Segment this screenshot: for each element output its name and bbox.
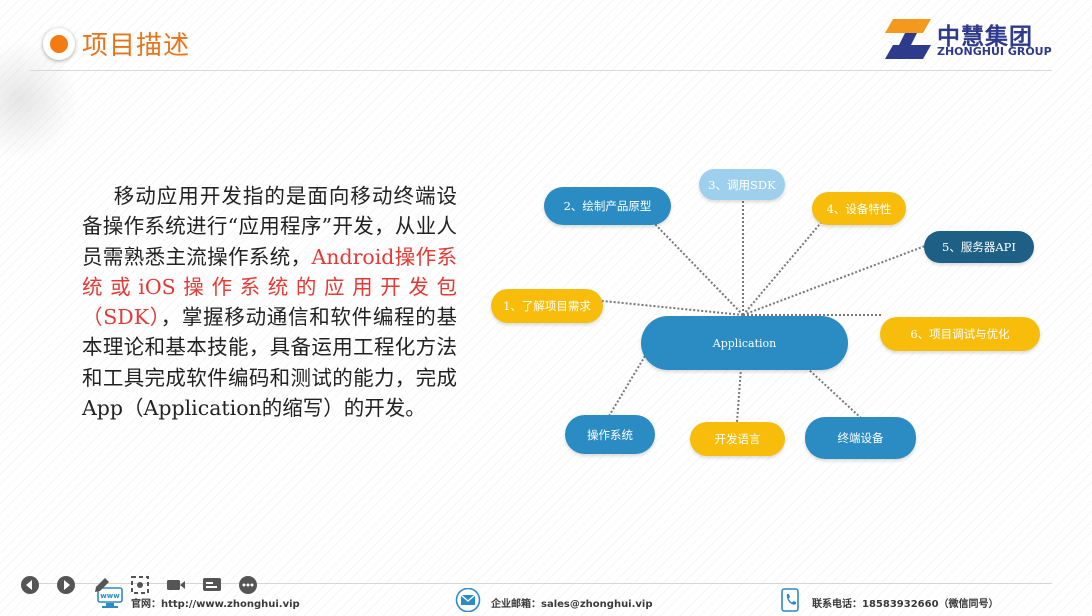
- node-application: Application: [641, 316, 848, 370]
- title-bullet-icon: [43, 28, 75, 60]
- previous-icon: [21, 576, 39, 594]
- subtitle-icon: [203, 578, 221, 591]
- footer-divider: [30, 583, 1052, 584]
- screen-capture-button[interactable]: [130, 575, 150, 595]
- node-call-sdk: 3、调用SDK: [699, 169, 785, 200]
- node-debug-optimize: 6、项目调试与优化: [880, 317, 1040, 351]
- email-icon: [455, 588, 481, 612]
- node-understand-requirements: 1、了解项目需求: [491, 289, 603, 323]
- node-terminal-device: 终端设备: [805, 417, 916, 459]
- node-server-api: 5、服务器API: [924, 231, 1034, 263]
- logo-english-name: ZHONGHUI GROUP: [937, 45, 1052, 58]
- paragraph-text-1: 移动应用开发指的是面向移动终端设备操作系统进行“应用程序”开发，从业人员需熟悉主…: [82, 184, 457, 269]
- next-icon: [57, 576, 75, 594]
- page-title: 项目描述: [82, 31, 191, 61]
- camera-icon: [167, 580, 185, 590]
- camera-button[interactable]: [166, 575, 186, 595]
- more-options-button[interactable]: [238, 575, 258, 595]
- header-divider: [30, 70, 1052, 71]
- pen-tool-button[interactable]: [92, 575, 112, 595]
- paragraph-highlight: Android操作系统或iOS操作系统的应用开发包（SDK）: [82, 244, 458, 330]
- background-glow: [0, 40, 80, 160]
- more-icon: [239, 576, 257, 594]
- node-operating-system: 操作系统: [565, 415, 655, 454]
- screen-capture-icon: [131, 576, 149, 594]
- paragraph-text-2: ，掌握移动通信和软件编程的基本理论和基本技能，具备运用工程化方法和工具完成软件编…: [82, 305, 458, 421]
- previous-slide-button[interactable]: [20, 575, 40, 595]
- connector-lines: [552, 198, 926, 423]
- website-icon: www: [97, 587, 123, 608]
- node-dev-language: 开发语言: [690, 422, 785, 456]
- pen-icon: [95, 578, 109, 592]
- svg-text:www: www: [100, 592, 120, 600]
- subtitle-button[interactable]: [202, 575, 222, 595]
- logo-chinese-name: 中慧集团: [937, 24, 1033, 50]
- mind-map-diagram: 1、了解项目需求 2、绘制产品原型 3、调用SDK 4、设备特性 5、服务器AP…: [485, 160, 1055, 470]
- node-draw-prototype: 2、绘制产品原型: [544, 187, 671, 225]
- node-device-features: 4、设备特性: [812, 192, 906, 225]
- company-logo: 中慧集团 ZHONGHUI GROUP: [885, 15, 1055, 65]
- footer-website: 官网：http://www.zhonghui.vip: [131, 599, 300, 610]
- next-slide-button[interactable]: [56, 575, 76, 595]
- footer-phone: 联系电话：18583932660（微信同号）: [812, 599, 999, 610]
- zhonghui-logo-icon: [885, 19, 931, 59]
- footer-email: 企业邮箱：sales@zhonghui.vip: [491, 599, 653, 610]
- phone-icon: [781, 588, 799, 612]
- description-paragraph: 移动应用开发指的是面向移动终端设备操作系统进行“应用程序”开发，从业人员需熟悉主…: [82, 181, 457, 423]
